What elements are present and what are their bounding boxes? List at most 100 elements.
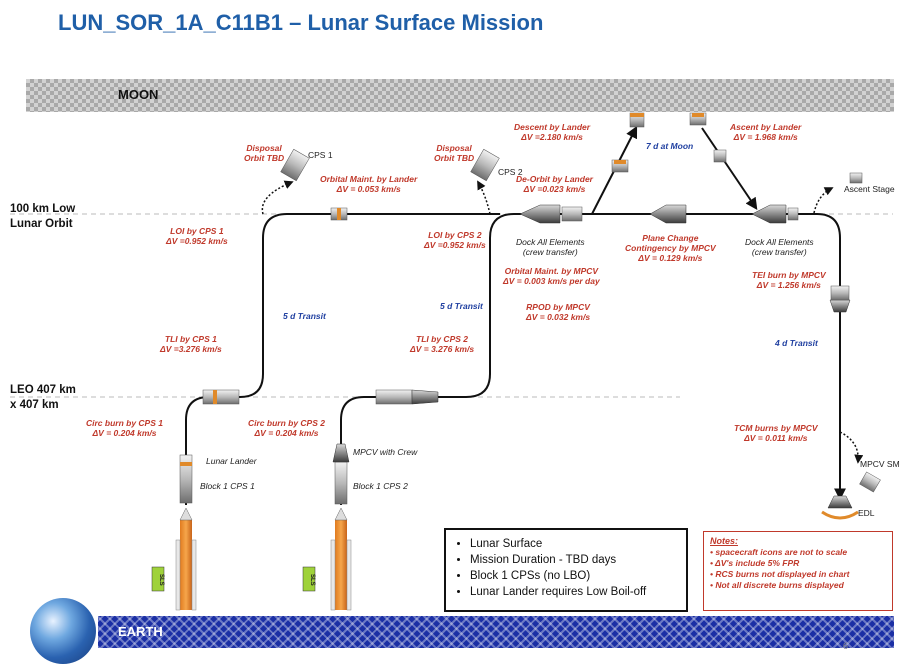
ascent-liftoff-icon: [713, 149, 727, 163]
notes-title: Notes:: [710, 536, 739, 546]
ascent-path: [701, 127, 758, 210]
tcm-line2: ΔV = 0.011 km/s: [744, 433, 808, 443]
llo-label-line2: Lunar Orbit: [10, 218, 73, 230]
cps2-mpcv-stack-icon: [375, 389, 439, 405]
orbital-maint-lander-note: Orbital Maint. by Lander ΔV = 0.053 km/s: [320, 174, 417, 194]
circ-cps2-line2: ΔV = 0.204 km/s: [254, 428, 319, 438]
disposal-arc-1: [261, 180, 294, 215]
block1-cps2-label: Block 1 CPS 2: [353, 481, 408, 491]
edl-label: EDL: [858, 508, 875, 518]
circ-cps1-line2: ΔV = 0.204 km/s: [92, 428, 157, 438]
llo-label-line1: 100 km Low: [10, 203, 76, 215]
deorbit-note: De-Orbit by Lander ΔV =0.023 km/s: [516, 174, 593, 194]
ascent-stage-arc: [813, 187, 834, 214]
lander-ascent-icon: [689, 112, 707, 126]
mission-summary-box: Lunar Surface Mission Duration - TBD day…: [444, 528, 688, 612]
dock1-icon: [519, 204, 583, 224]
cps1-disposal-icon: [280, 148, 310, 182]
earth-label: EARTH: [118, 624, 163, 639]
lander-descent-icon: [629, 112, 645, 128]
disposal-2-note: Disposal Orbit TBD: [434, 143, 474, 163]
orbital-maint-mpcv-line1: Orbital Maint. by MPCV: [504, 266, 599, 276]
disposal-arc-2: [477, 180, 491, 215]
descent-line1: Descent by Lander: [514, 122, 591, 132]
transit-3-label: 4 d Transit: [775, 338, 818, 348]
orbital-maint-lander-line2: ΔV = 0.053 km/s: [336, 184, 401, 194]
deorbit-line1: De-Orbit by Lander: [516, 174, 593, 184]
cps1-lander-stack-icon: [202, 389, 240, 405]
plane-change-note: Plane Change Contingency by MPCV ΔV = 0.…: [625, 233, 716, 263]
mpcv-sm-icon: [859, 471, 881, 493]
descent-note: Descent by Lander ΔV =2.180 km/s: [514, 122, 590, 142]
dock2-note: Dock All Elements (crew transfer): [745, 237, 814, 257]
lander-trajectory: [185, 213, 500, 505]
earth-globe-icon: [30, 598, 96, 664]
orbital-maint-mpcv-note: Orbital Maint. by MPCV ΔV = 0.003 km/s p…: [503, 266, 600, 286]
tei-line2: ΔV = 1.256 km/s: [756, 280, 821, 290]
page-title: LUN_SOR_1A_C11B1 – Lunar Surface Mission: [58, 10, 544, 35]
summary-item: Lunar Surface: [470, 536, 676, 552]
moon-stay-label: 7 d at Moon: [646, 141, 694, 151]
sls-rocket-1-icon: [175, 507, 197, 611]
plane-change-line2: Contingency by MPCV: [625, 243, 716, 253]
summary-item: Lunar Lander requires Low Boil-off: [470, 584, 676, 600]
loi-cps2-line1: LOI by CPS 2: [428, 230, 482, 240]
loi-cps2-line2: ΔV =0.952 km/s: [424, 240, 486, 250]
loi-cps2-note: LOI by CPS 2 ΔV =0.952 km/s: [424, 230, 486, 250]
ascent-stage-icon: [849, 172, 863, 184]
tli-cps1-note: TLI by CPS 1 ΔV =3.276 km/s: [160, 334, 222, 354]
circ-cps1-note: Circ burn by CPS 1 ΔV = 0.204 km/s: [86, 418, 163, 438]
ascent-line1: Ascent by Lander: [730, 122, 802, 132]
note-item: ΔV's include 5% FPR: [710, 558, 886, 569]
tli-cps2-line2: ΔV = 3.276 km/s: [410, 344, 475, 354]
lunar-lander-label: Lunar Lander: [206, 456, 257, 466]
rpod-line2: ΔV = 0.032 km/s: [526, 312, 591, 322]
plane-change-line1: Plane Change: [642, 233, 699, 243]
ascent-stage-label: Ascent Stage: [844, 184, 895, 194]
plane-change-line3: ΔV = 0.129 km/s: [638, 253, 703, 263]
cps2-label: CPS 2: [498, 167, 523, 177]
mpcv-return-icon: [829, 285, 851, 313]
circ-cps1-line1: Circ burn by CPS 1: [86, 418, 163, 428]
sls-rocket-2-icon: [330, 507, 352, 611]
dock2-line2: (crew transfer): [751, 247, 807, 257]
tli-cps2-note: TLI by CPS 2 ΔV = 3.276 km/s: [410, 334, 474, 354]
mpcv-trajectory: [340, 213, 590, 505]
cps2-disposal-icon: [470, 148, 500, 182]
disposal-2-line1: Disposal: [436, 143, 472, 153]
tei-line1: TEI burn by MPCV: [752, 270, 826, 280]
circ-cps2-line1: Circ burn by CPS 2: [248, 418, 325, 428]
return-trajectory: [760, 213, 846, 501]
tcm-line1: TCM burns by MPCV: [734, 423, 818, 433]
loi-cps1-line2: ΔV =0.952 km/s: [166, 236, 228, 246]
lander-llo-icon: [330, 207, 348, 221]
tli-cps2-line1: TLI by CPS 2: [416, 334, 469, 344]
edl-capsule-icon: [821, 495, 859, 520]
transit-2-label: 5 d Transit: [440, 301, 483, 311]
leo-label-line1: LEO 407 km: [10, 384, 76, 396]
notes-box: Notes: spacecraft icons are not to scale…: [703, 531, 893, 611]
leo-label-line2: x 407 km: [10, 399, 59, 411]
page-number: 6: [843, 641, 849, 651]
loi-cps1-note: LOI by CPS 1 ΔV =0.952 km/s: [166, 226, 228, 246]
summary-item: Mission Duration - TBD days: [470, 552, 676, 568]
tei-note: TEI burn by MPCV ΔV = 1.256 km/s: [752, 270, 826, 290]
ascent-note: Ascent by Lander ΔV = 1.968 km/s: [730, 122, 801, 142]
loi-cps1-line1: LOI by CPS 1: [170, 226, 224, 236]
earth-band: [98, 616, 894, 648]
disposal-1-line1: Disposal: [246, 143, 282, 153]
disposal-1-line2: Orbit TBD: [244, 153, 285, 163]
mpcv-sm-label: MPCV SM: [860, 459, 900, 469]
llo-label: 100 km Low Lunar Orbit: [10, 202, 75, 232]
disposal-2-line2: Orbit TBD: [434, 153, 475, 163]
rpod-note: RPOD by MPCV ΔV = 0.032 km/s: [526, 302, 590, 322]
descent-line2: ΔV =2.180 km/s: [521, 132, 583, 142]
dock1-line2: (crew transfer): [522, 247, 578, 257]
orbital-maint-mpcv-line2: ΔV = 0.003 km/s per day: [503, 276, 600, 286]
ascent-line2: ΔV = 1.968 km/s: [733, 132, 798, 142]
circ-cps2-note: Circ burn by CPS 2 ΔV = 0.204 km/s: [248, 418, 325, 438]
plane-change-icon: [649, 204, 687, 224]
dock2-icon: [751, 204, 799, 224]
note-item: Not all discrete burns displayed: [710, 580, 886, 591]
